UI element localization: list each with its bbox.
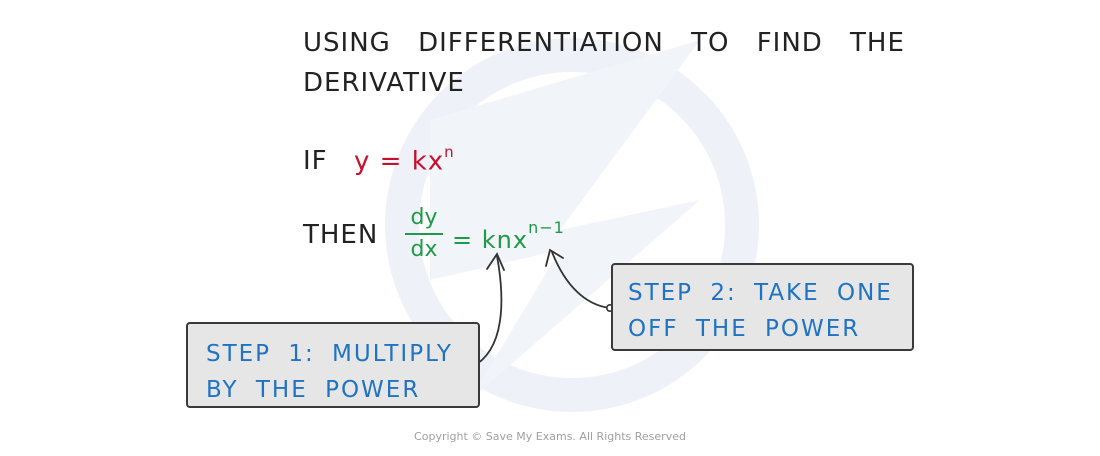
derivative-base: = knx bbox=[452, 226, 529, 254]
title-line-2: DERIVATIVE bbox=[303, 68, 465, 98]
if-label: IF bbox=[303, 146, 328, 176]
step2-callout-box: STEP 2: TAKE ONE OFF THE POWER bbox=[611, 263, 914, 351]
fraction-bar bbox=[405, 233, 443, 235]
derivative-exponent: n−1 bbox=[528, 218, 565, 237]
power-function-base: y = kx bbox=[354, 146, 445, 177]
copyright-notice: Copyright © Save My Exams. All Rights Re… bbox=[414, 430, 686, 443]
derivative-expression: = knxn−1 bbox=[452, 218, 565, 254]
power-function-equation: y = kxn bbox=[354, 143, 455, 177]
fraction-numerator: dy bbox=[410, 205, 438, 230]
step1-line-1: STEP 1: MULTIPLY bbox=[206, 341, 453, 367]
step1-callout-box: STEP 1: MULTIPLY BY THE POWER bbox=[186, 322, 480, 408]
step2-line-1: STEP 2: TAKE ONE bbox=[628, 280, 893, 306]
step1-line-2: BY THE POWER bbox=[206, 377, 421, 403]
power-function-exponent: n bbox=[444, 143, 455, 161]
step2-line-2: OFF THE POWER bbox=[628, 316, 861, 342]
dy-dx-fraction: dy dx bbox=[405, 205, 443, 263]
then-label: THEN bbox=[303, 220, 379, 250]
fraction-denominator: dx bbox=[410, 237, 438, 262]
title-line-1: USING DIFFERENTIATION TO FIND THE bbox=[303, 28, 905, 58]
